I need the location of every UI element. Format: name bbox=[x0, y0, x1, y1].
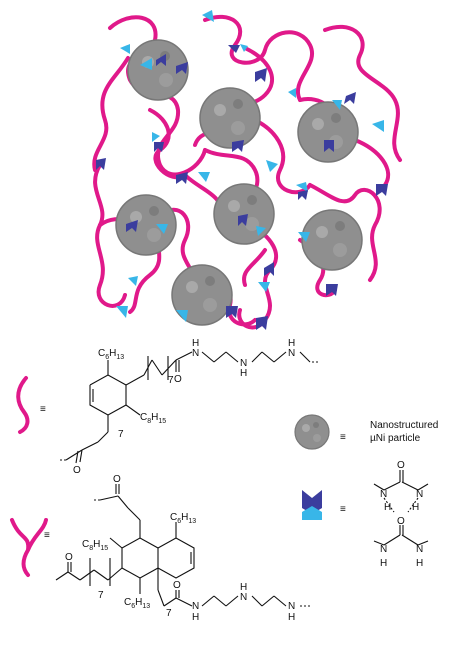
hbond-motif bbox=[255, 68, 267, 82]
particle bbox=[115, 194, 177, 256]
c6h13-label: C6H13 bbox=[98, 348, 124, 361]
particle-label-line1: Nanostructured bbox=[370, 420, 438, 431]
h-label: H bbox=[416, 558, 423, 569]
n-label: N bbox=[380, 544, 387, 555]
hbond-motif bbox=[156, 224, 168, 234]
legend-branched-chain: ≡ bbox=[10, 474, 312, 623]
hbond-motif bbox=[128, 276, 138, 286]
hbond-motif bbox=[372, 120, 384, 132]
equiv-sign: ≡ bbox=[44, 530, 50, 541]
urea-dimer-structure bbox=[373, 470, 429, 546]
c8h15-label: C8H15 bbox=[82, 539, 108, 552]
particle bbox=[213, 183, 275, 245]
particle-icon bbox=[294, 414, 330, 450]
hbond-motif bbox=[296, 182, 308, 200]
repeat-subscript: 7 bbox=[118, 429, 124, 440]
repeat-subscript: 7 bbox=[166, 608, 172, 619]
hbond-motif bbox=[326, 284, 338, 296]
particle bbox=[199, 87, 261, 149]
hbond-motif bbox=[232, 140, 244, 152]
hbond-motif bbox=[376, 184, 388, 196]
equiv-sign: ≡ bbox=[340, 432, 346, 443]
hbond-motif bbox=[324, 140, 334, 152]
legend-linear-chain: ≡ bbox=[16, 338, 318, 476]
hbond-motif bbox=[126, 220, 138, 232]
hbond-motif bbox=[96, 158, 106, 170]
hbond-motif bbox=[258, 262, 274, 292]
hbond-motif bbox=[226, 306, 238, 318]
linear-chain-icon bbox=[16, 376, 30, 434]
h-label: H bbox=[288, 612, 295, 623]
h-label: H bbox=[412, 502, 419, 513]
h-label: H bbox=[380, 558, 387, 569]
oxygen-label: O bbox=[397, 460, 405, 471]
hbond-motif bbox=[116, 306, 128, 318]
c6h13-label: C6H13 bbox=[170, 512, 196, 525]
metal-particles bbox=[115, 39, 363, 326]
hbond-motif bbox=[176, 172, 188, 184]
hbond-motif bbox=[202, 10, 214, 22]
oxygen-label: O bbox=[173, 580, 181, 591]
hbond-motif bbox=[288, 88, 296, 98]
h-label: H bbox=[192, 612, 199, 623]
oxygen-label: O bbox=[65, 552, 73, 563]
repeat-subscript: 7 bbox=[98, 590, 104, 601]
nh-label: N bbox=[240, 358, 247, 369]
oxygen-label: O bbox=[174, 374, 182, 385]
oxygen-label: O bbox=[397, 516, 405, 527]
nh-label: N bbox=[288, 348, 295, 359]
hbond-motif bbox=[238, 214, 266, 236]
legend-hbond: ≡ O N N H H O N N H H bbox=[302, 460, 429, 569]
equiv-sign: ≡ bbox=[40, 404, 46, 415]
n-label: N bbox=[416, 544, 423, 555]
hbond-motif bbox=[266, 160, 278, 172]
hbond-motif bbox=[152, 132, 164, 152]
hbond-motif bbox=[198, 172, 210, 182]
hbond-motif bbox=[298, 232, 310, 242]
branched-chain-icon bbox=[10, 518, 48, 577]
nh-label: N bbox=[192, 348, 199, 359]
c6h13-label: C6H13 bbox=[124, 597, 150, 610]
hbond-motif bbox=[256, 316, 268, 330]
particle bbox=[297, 101, 359, 163]
hbond-motif bbox=[228, 44, 248, 53]
h-label: H bbox=[240, 368, 247, 379]
hbond-motif bbox=[120, 44, 130, 54]
oxygen-label: O bbox=[113, 474, 121, 485]
n-label: N bbox=[380, 489, 387, 500]
branched-chain-structure bbox=[55, 484, 312, 607]
h-label: H bbox=[240, 582, 247, 593]
legend-particle: ≡ Nanostructured µNi particle bbox=[294, 414, 438, 450]
nh-label: N bbox=[240, 592, 247, 603]
n-label: N bbox=[416, 489, 423, 500]
linear-chain-structure bbox=[60, 351, 318, 464]
particle bbox=[301, 209, 363, 271]
polymer-network bbox=[92, 10, 402, 330]
h-label: H bbox=[192, 338, 199, 349]
repeat-subscript: 7 bbox=[168, 375, 174, 386]
hbond-motif bbox=[332, 92, 356, 110]
nh-label: N bbox=[192, 601, 199, 612]
hbond-motif-icon bbox=[302, 490, 322, 520]
h-label: H bbox=[384, 502, 391, 513]
hydrogen-bond-motifs bbox=[96, 10, 388, 330]
oxygen-label: O bbox=[73, 465, 81, 476]
h-label: H bbox=[288, 338, 295, 349]
hbond-motif bbox=[176, 310, 188, 322]
hbond-motif bbox=[140, 54, 166, 70]
hbond-motif bbox=[176, 62, 188, 74]
c8h15-label: C8H15 bbox=[140, 412, 166, 425]
equiv-sign: ≡ bbox=[340, 504, 346, 515]
nh-label: N bbox=[288, 601, 295, 612]
particle-label-line2: µNi particle bbox=[370, 433, 421, 444]
